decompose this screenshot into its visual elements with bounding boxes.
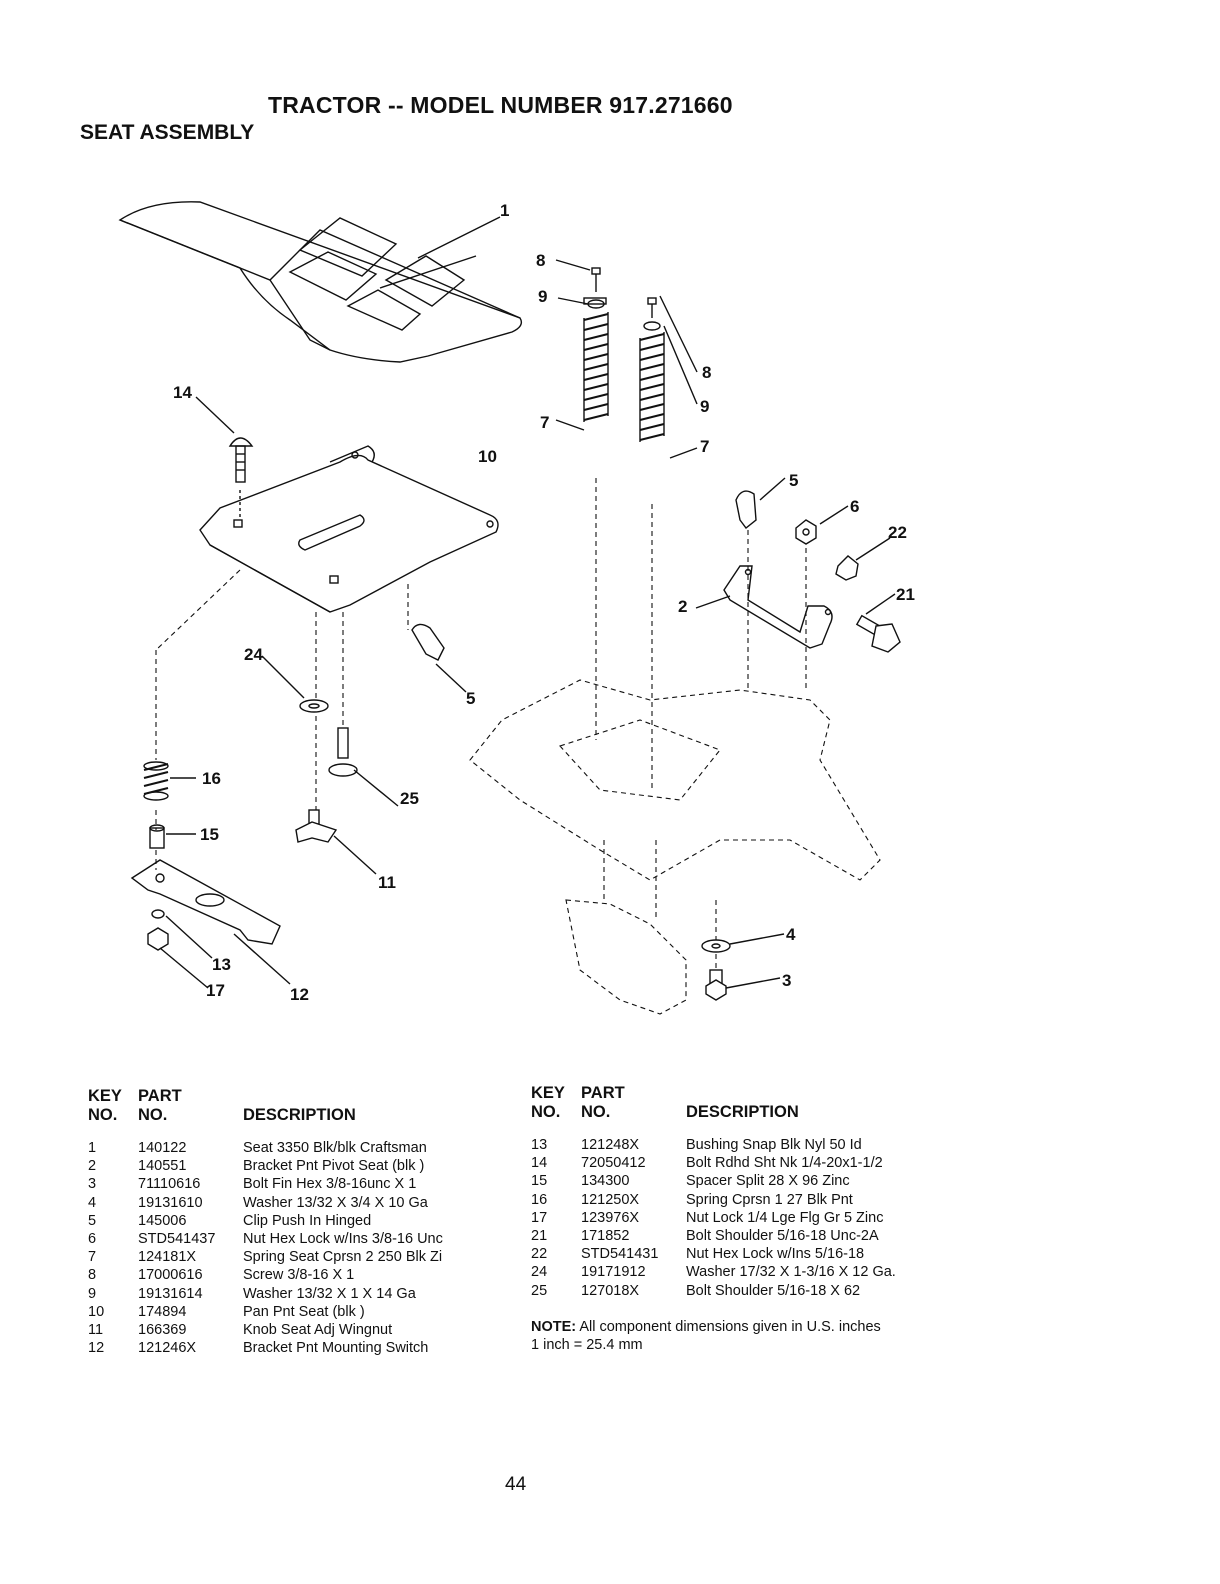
key-header-line1: KEY xyxy=(531,1084,565,1102)
callout-label: 11 xyxy=(378,873,396,892)
part-header-line2: NO. xyxy=(138,1106,168,1124)
spring-16 xyxy=(143,761,169,801)
callout-label: 15 xyxy=(200,825,219,844)
dimension-note: NOTE: All component dimensions given in … xyxy=(531,1318,881,1354)
callout-label: 13 xyxy=(212,955,231,974)
callout-label: 10 xyxy=(478,447,497,466)
callout-label: 14 xyxy=(173,383,192,402)
seat-assembly-diagram: 1 8 9 8 9 7 7 14 10 5 6 22 2 21 24 5 16 … xyxy=(118,201,915,1015)
nut-17 xyxy=(147,927,169,951)
table-header: KEY NO. PART NO. DESCRIPTION xyxy=(88,1087,508,1127)
washer-24 xyxy=(299,699,329,713)
switch-bracket-12 xyxy=(130,859,281,945)
callout-label: 16 xyxy=(202,769,221,788)
key-header-line2: NO. xyxy=(88,1106,118,1124)
bolt-21 xyxy=(855,614,901,653)
part-header-line1: PART xyxy=(138,1087,182,1105)
part-header-line2: NO. xyxy=(581,1103,611,1121)
callout-label: 25 xyxy=(400,789,419,808)
callout-label: 7 xyxy=(700,437,709,456)
clip-5-upper xyxy=(735,490,757,529)
page-number: 44 xyxy=(505,1474,527,1495)
table-header: KEY NO. PART NO. DESCRIPTION xyxy=(531,1084,951,1124)
pivot-bracket-2 xyxy=(723,565,833,649)
callout-label: 5 xyxy=(466,689,475,708)
description-header: DESCRIPTION xyxy=(243,1106,356,1124)
callout-label: 1 xyxy=(500,201,509,220)
description-header: DESCRIPTION xyxy=(686,1103,799,1121)
callout-label: 7 xyxy=(540,413,549,432)
callout-label: 6 xyxy=(850,497,859,516)
callout-label: 17 xyxy=(206,981,225,1000)
callout-label: 3 xyxy=(782,971,791,990)
note-label: NOTE: xyxy=(531,1319,577,1335)
bolt-3 xyxy=(705,969,727,1001)
part-header-line1: PART xyxy=(581,1084,625,1102)
page-title: TRACTOR -- MODEL NUMBER 917.271660 xyxy=(268,92,733,118)
callout-label: 5 xyxy=(789,471,798,490)
bushing-13 xyxy=(151,909,165,919)
nut-22 xyxy=(835,555,859,581)
tractor-frame xyxy=(155,478,881,1015)
key-header-line2: NO. xyxy=(531,1103,561,1121)
bolt-8-right xyxy=(647,297,657,318)
callout-label: 9 xyxy=(538,287,547,306)
spring-7-left xyxy=(583,297,609,422)
nut-6 xyxy=(795,519,817,545)
key-header-line1: KEY xyxy=(88,1087,122,1105)
section-title: SEAT ASSEMBLY xyxy=(80,121,255,144)
washer-9-right xyxy=(643,321,661,331)
callout-label: 21 xyxy=(896,585,915,604)
callout-label: 24 xyxy=(244,645,263,664)
callout-label: 8 xyxy=(702,363,711,382)
callout-label: 4 xyxy=(786,925,796,944)
callout-label: 22 xyxy=(888,523,907,542)
knob-11 xyxy=(295,809,338,843)
callout-label: 8 xyxy=(536,251,545,270)
note-text: All component dimensions given in U.S. i… xyxy=(576,1319,881,1335)
clip-5-lower xyxy=(411,623,445,661)
callout-label: 12 xyxy=(290,985,309,1004)
washer-4 xyxy=(701,939,731,953)
seat-pan-part xyxy=(199,445,499,613)
bolt-8-left xyxy=(591,267,601,292)
bolt-25 xyxy=(328,727,358,777)
note-conversion: 1 inch = 25.4 mm xyxy=(531,1337,643,1353)
spring-7-right xyxy=(639,332,665,442)
spacer-15 xyxy=(149,824,165,849)
callout-label: 9 xyxy=(700,397,709,416)
seat-part xyxy=(118,201,523,363)
callout-label: 2 xyxy=(678,597,687,616)
bolt-14 xyxy=(228,437,254,483)
